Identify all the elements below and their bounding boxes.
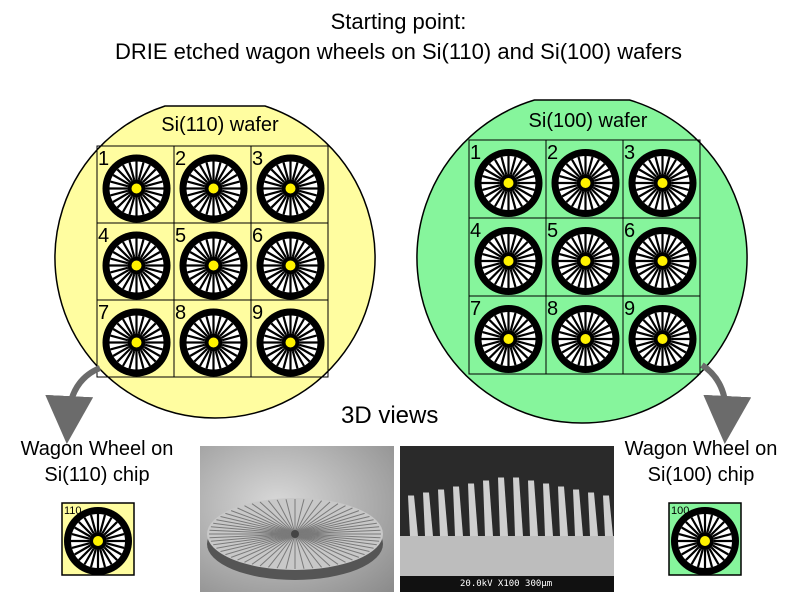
sem-cross-section-photo: 20.0kV X100 300µm — [400, 446, 614, 592]
wagon-wheel — [178, 307, 249, 378]
si100-wafer-label: Si(100) wafer — [528, 110, 648, 132]
arrow-to-110-chip — [45, 365, 102, 444]
wagon-wheel — [627, 303, 698, 375]
chip-cell — [622, 295, 701, 375]
chip-number: 6 — [624, 220, 635, 242]
chip-number: 4 — [98, 225, 109, 247]
wagon-wheel — [255, 153, 326, 224]
chip-100-tag: 100 — [671, 505, 690, 517]
chip-110-caption: Wagon Wheel on Si(110) chip — [2, 436, 192, 488]
chip-number: 5 — [547, 220, 558, 242]
title-line-1: Starting point: — [330, 9, 467, 34]
chip-number: 9 — [252, 302, 263, 324]
wagon-wheel — [101, 153, 172, 224]
chip-number: 4 — [470, 220, 481, 242]
chip-number: 3 — [624, 142, 635, 164]
chip-100-caption-line1: Wagon Wheel on — [624, 438, 778, 460]
chip-100-caption: Wagon Wheel on Si(100) chip — [606, 436, 796, 488]
chip-number: 3 — [252, 148, 263, 170]
chip-number: 9 — [624, 298, 635, 320]
wagon-wheel — [101, 307, 172, 378]
sem-cross-section-drawing — [400, 446, 614, 592]
wagon-wheel — [178, 230, 249, 301]
wagon-wheel — [627, 225, 698, 297]
chip-number: 2 — [175, 148, 186, 170]
wagon-wheel — [550, 225, 621, 297]
wagon-wheel — [550, 303, 621, 375]
si110-wafer-label: Si(110) wafer — [161, 114, 279, 136]
chip-100-wheel — [669, 505, 741, 577]
chip-number: 8 — [175, 302, 186, 324]
arrow-to-100-chip — [700, 362, 752, 444]
wagon-wheel — [550, 147, 621, 219]
wagon-wheel — [255, 307, 326, 378]
chip-100-caption-line2: Si(100) chip — [647, 464, 755, 486]
wagon-wheel — [473, 147, 544, 219]
wagon-wheel-3d-photo — [200, 446, 394, 592]
chip-number: 7 — [98, 302, 109, 324]
chip-110-caption-line1: Wagon Wheel on — [20, 438, 174, 460]
chip-110-wheel — [62, 505, 134, 577]
sem-caption: 20.0kV X100 300µm — [460, 579, 553, 589]
views-label: 3D views — [341, 402, 439, 429]
chip-number: 8 — [547, 298, 558, 320]
wagon-wheel — [255, 230, 326, 301]
chip-number: 7 — [470, 298, 481, 320]
wagon-wheel — [178, 153, 249, 224]
wagon-wheel — [101, 230, 172, 301]
chip-number: 5 — [175, 225, 186, 247]
title-line-2: DRIE etched wagon wheels on Si(110) and … — [114, 39, 682, 64]
chip-number: 1 — [98, 148, 109, 170]
si110-chip-grid: 1 2 3 4 5 6 7 8 9 — [96, 145, 329, 378]
chip-number: 2 — [547, 142, 558, 164]
chip-number: 1 — [470, 142, 481, 164]
chip-110-caption-line2: Si(110) chip — [44, 464, 150, 486]
chip-110-tag: 110 — [64, 505, 82, 517]
wagon-wheel-3d-drawing — [207, 498, 383, 580]
wagon-wheel — [627, 147, 698, 219]
chip-number: 6 — [252, 225, 263, 247]
wagon-wheel — [473, 303, 544, 375]
chip-cell — [250, 299, 329, 378]
si100-chip-grid: 1 2 3 4 5 6 7 8 9 — [468, 139, 701, 375]
wagon-wheel — [473, 225, 544, 297]
